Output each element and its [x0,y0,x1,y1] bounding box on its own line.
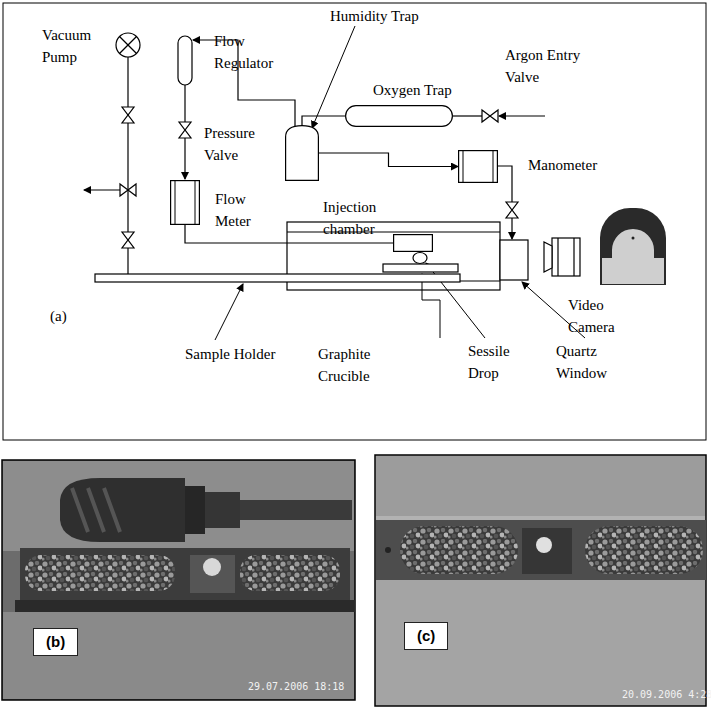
part-label: Quartz Window [556,340,621,384]
injection-chamber-outline [393,234,433,252]
node-label: Manometer [528,154,597,176]
injection-chamber: Injection chamber [393,234,433,252]
part-label: Video Camera [568,294,626,338]
valve-symbol [120,107,518,248]
sessile-drop [413,253,427,264]
manometer-outline [458,150,498,183]
panel-letter: (a) [50,305,67,327]
flow-meter: Flow Meter [170,180,200,225]
video-camera-symbol [544,238,580,276]
part-label: Sessile Drop [468,340,523,384]
graphite-crucible [383,264,458,272]
date-stamp: 20.09.2006 4:28 [622,689,711,701]
panel-letter: (b) [33,628,78,656]
manometer: Manometer [458,150,498,183]
oxygen-trap: Oxygen Trap [345,105,453,127]
flow-meter-outline [170,180,200,225]
node-label: Flow Meter [215,188,265,232]
pipe-connector [302,116,345,125]
part-label: Graphite Crucible [318,343,390,387]
node-label: Injection chamber [323,196,403,240]
sample-holder-rod [95,274,460,282]
node-label: Humidity Trap [330,5,419,27]
humidity-trap-outline [285,125,319,181]
node-label: Oxygen Trap [373,79,452,101]
vacuum-pump-symbol [84,33,140,275]
part-label: Argon Entry Valve [505,44,605,88]
flow-regulator-symbol [178,36,192,85]
panel-letter: (c) [404,622,448,650]
part-label: Flow Regulator [214,30,289,74]
part-label: Sample Holder [185,343,275,365]
part-label: Vacuum Pump [42,24,104,68]
quartz-window [500,240,528,280]
photo-c [375,455,706,706]
humidity-trap: Humidity Trap [285,125,319,181]
drop-image [600,208,666,285]
photo-b [2,460,355,700]
oxygen-trap-outline [345,105,453,127]
panel-frame [3,3,706,440]
part-label: Pressure Valve [204,122,266,166]
date-stamp: 29.07.2006 18:18 [248,681,344,693]
pipe-connector [319,153,458,167]
